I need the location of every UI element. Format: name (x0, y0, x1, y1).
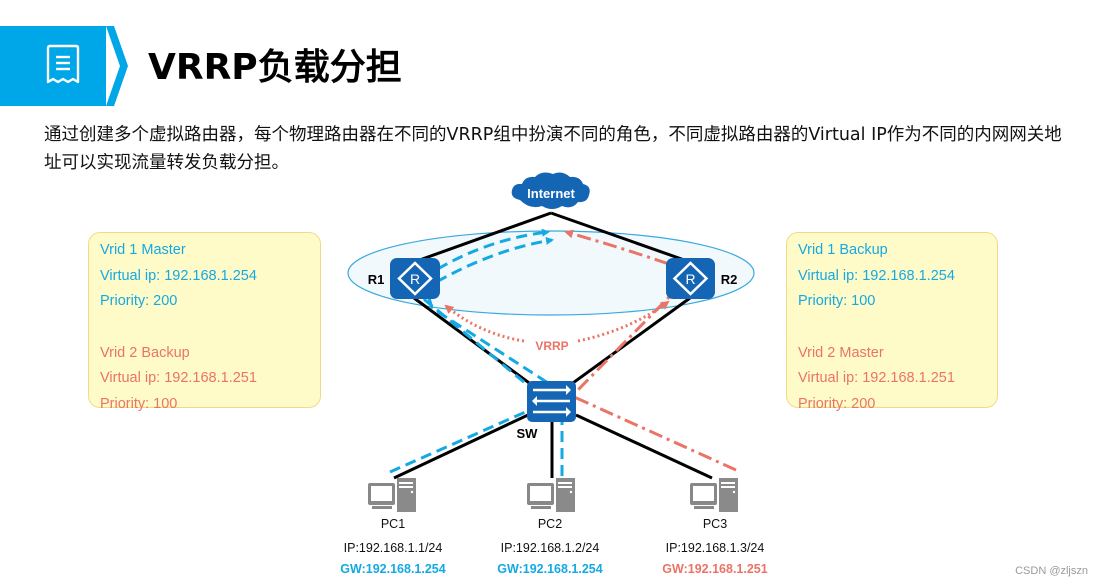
vrrp-arrow-to-r2 (577, 300, 670, 343)
page-title: VRRP负载分担 (148, 47, 402, 88)
document-icon (46, 44, 80, 84)
physical-links (393, 211, 713, 480)
header-chevron (106, 26, 128, 106)
r1-label: R1 (368, 272, 385, 287)
r1-vrid2-priority: Priority: 100 (100, 396, 178, 413)
description-text: 通过创建多个虚拟路由器，每个物理路由器在不同的VRRP组中扮演不同的角色，不同虚… (44, 125, 1062, 173)
r1-vrid1-role: Vrid 1 Master (100, 242, 186, 258)
r2-label: R2 (721, 272, 738, 287)
pc1-icon[interactable] (368, 478, 416, 512)
r2-vrid1-priority: Priority: 100 (798, 293, 876, 310)
r1-vrid2-role: Vrid 2 Backup (100, 344, 190, 361)
r1-vrrp-info-box: Vrid 1 Master Virtual ip: 192.168.1.254 … (88, 232, 321, 412)
vrid2-traffic-flow (564, 229, 737, 472)
internet-label: Internet (527, 186, 575, 201)
link-sw-pc1 (393, 413, 529, 480)
link-internet-r1 (413, 211, 552, 264)
pc3-labels: PC3 IP:192.168.1.3/24 GW:192.168.1.251 (640, 517, 790, 576)
pc3-icon[interactable] (690, 478, 738, 512)
vrrp-advert-arrows (444, 300, 670, 343)
pc1-ip: IP:192.168.1.1/24 (343, 541, 443, 555)
pc3-gateway: GW:192.168.1.251 (662, 562, 768, 576)
link-sw-pc3 (575, 413, 713, 480)
pc1-labels: PC1 IP:192.168.1.1/24 GW:192.168.1.254 (318, 517, 468, 576)
pc3-ip: IP:192.168.1.3/24 (665, 541, 765, 555)
header-accent-band (0, 26, 106, 106)
pc2-ip: IP:192.168.1.2/24 (500, 541, 600, 555)
pc1-gateway: GW:192.168.1.254 (340, 562, 446, 576)
r2-vrid2-priority: Priority: 200 (798, 396, 876, 413)
vrrp-group-ellipse (347, 230, 755, 316)
pc1-name: PC1 (380, 517, 406, 531)
r1-vrid2-virtual-ip: Virtual ip: 192.168.1.251 (100, 370, 257, 387)
watermark: CSDN @zljszn (1015, 565, 1088, 577)
internet-cloud-icon: Internet (511, 172, 590, 209)
pc2-gateway: GW:192.168.1.254 (497, 562, 603, 576)
link-internet-r2 (550, 211, 691, 264)
vrrp-label: VRRP (535, 339, 568, 353)
sw-label: SW (517, 426, 539, 441)
r2-vrid2-virtual-ip: Virtual ip: 192.168.1.251 (798, 370, 955, 387)
r2-vrid2-role: Vrid 2 Master (798, 344, 884, 361)
link-r1-sw (413, 296, 537, 390)
r2-vrid1-virtual-ip: Virtual ip: 192.168.1.254 (798, 267, 955, 284)
router-r2-icon[interactable]: R (666, 258, 715, 299)
r1-vrid1-virtual-ip: Virtual ip: 192.168.1.254 (100, 267, 257, 284)
r1-vrid1-priority: Priority: 200 (100, 293, 178, 310)
r2-vrrp-info-box: Vrid 1 Backup Virtual ip: 192.168.1.254 … (786, 232, 998, 412)
link-r2-sw (565, 296, 691, 390)
pc2-name: PC2 (537, 517, 563, 531)
pc2-icon[interactable] (527, 478, 575, 512)
switch-sw-icon[interactable] (527, 381, 576, 422)
router-r1-icon[interactable]: R (390, 258, 440, 299)
svg-text:R: R (410, 271, 420, 287)
pc2-labels: PC2 IP:192.168.1.2/24 GW:192.168.1.254 (475, 517, 625, 576)
r2-vrid1-role: Vrid 1 Backup (798, 242, 888, 258)
svg-text:R: R (685, 271, 695, 287)
pc3-name: PC3 (702, 517, 728, 531)
